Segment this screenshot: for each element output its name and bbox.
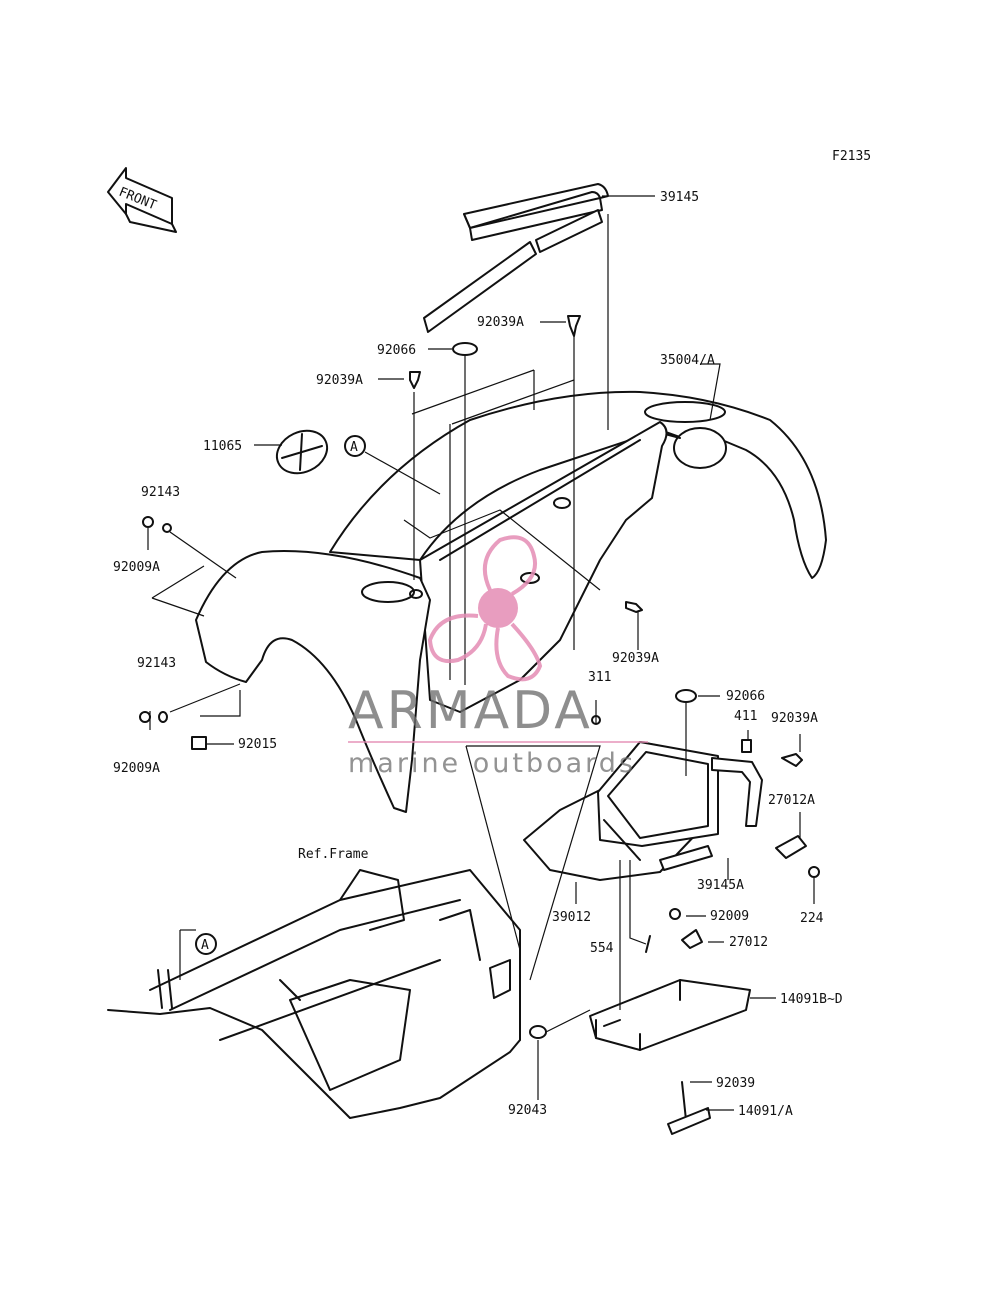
part-labels: 39145 92039A 92066 35004/A 92039A 11065 … — [113, 190, 843, 1119]
part-label: 92039A — [316, 373, 363, 388]
part-label: 92039A — [612, 651, 659, 666]
part-label: 92039A — [771, 711, 818, 726]
part-label: 27012A — [768, 793, 815, 808]
part-label: 39012 — [552, 910, 591, 925]
fender-front-section — [195, 550, 431, 813]
part-label: 92009A — [113, 560, 160, 575]
ref-marker-a-top: A — [344, 435, 366, 457]
part-label: 14091/A — [738, 1104, 793, 1119]
step-14091 — [589, 979, 751, 1051]
part-label: 39145A — [697, 878, 744, 893]
part-label: 92143 — [141, 485, 180, 500]
part-label: 92066 — [377, 343, 416, 358]
guard-rail-39145 — [423, 183, 609, 333]
part-label: 311 — [588, 670, 611, 685]
part-label: 35004/A — [660, 353, 715, 368]
part-label: 224 — [800, 911, 824, 926]
rear-fender-35004 — [329, 390, 827, 579]
ref-marker-a-top-label: A — [350, 440, 358, 455]
ref-marker-a-frame: A — [195, 933, 217, 955]
figure-code: F2135 — [832, 149, 871, 164]
front-arrow-icon: FRONT — [107, 167, 177, 233]
part-label: 92043 — [508, 1103, 547, 1118]
part-label: 92009 — [710, 909, 749, 924]
watermark: ARMADA marine outboards — [348, 535, 648, 779]
part-label: 92143 — [137, 656, 176, 671]
leader-lines — [147, 195, 815, 1111]
propeller-logo-icon — [427, 535, 543, 682]
part-label: 92066 — [726, 689, 765, 704]
part-label: 554 — [590, 941, 614, 956]
part-label: 92015 — [238, 737, 277, 752]
part-label: 14091B~D — [780, 992, 843, 1007]
grille-11065 — [275, 429, 329, 475]
part-label: 92039 — [716, 1076, 755, 1091]
watermark-tagline: marine outboards — [348, 748, 636, 779]
watermark-brand: ARMADA — [348, 681, 593, 741]
side-box-39012 — [523, 741, 763, 881]
part-label: 27012 — [729, 935, 768, 950]
part-label: 411 — [734, 709, 757, 724]
ref-frame-label: Ref.Frame — [298, 847, 369, 862]
part-label: 92009A — [113, 761, 160, 776]
hardware — [139, 315, 820, 1135]
part-label: 11065 — [203, 439, 242, 454]
part-label: 92039A — [477, 315, 524, 330]
reference-frame — [107, 869, 521, 1119]
part-label: 39145 — [660, 190, 699, 205]
ref-marker-a-frame-label: A — [201, 938, 209, 953]
